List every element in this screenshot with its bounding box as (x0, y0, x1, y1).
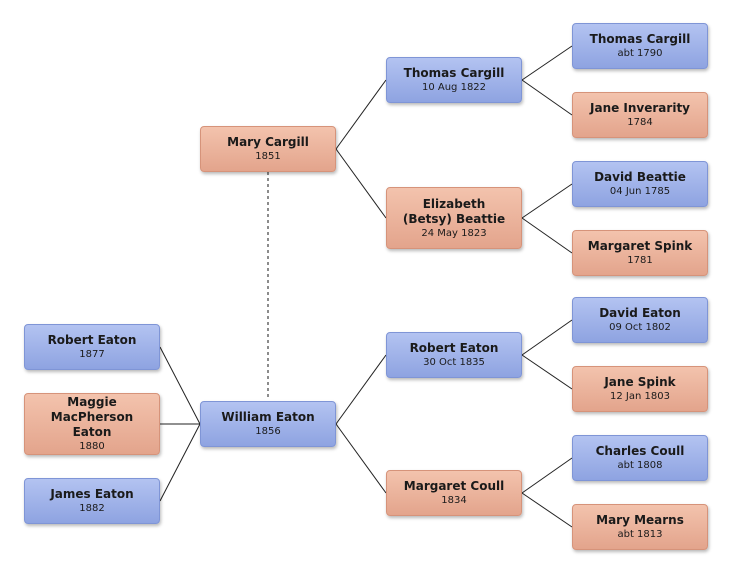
connector-mary-elizabeth (335, 148, 387, 219)
person-date: 1856 (255, 426, 281, 437)
person-date: abt 1790 (617, 48, 663, 59)
person-date: 30 Oct 1835 (423, 357, 485, 368)
person-date: 24 May 1823 (421, 227, 487, 239)
connector-elizabeth-david-beattie (521, 183, 573, 219)
connector-william-margaret-coull (335, 423, 387, 494)
person-david-eaton[interactable]: David Eaton 09 Oct 1802 (572, 297, 708, 343)
person-name: David Eaton (599, 306, 681, 320)
person-date: abt 1808 (617, 460, 663, 471)
connector-robert-1835-jane-spink (521, 354, 573, 390)
person-date: 1784 (627, 117, 653, 128)
connector-robert-child-william (159, 346, 201, 425)
person-thomas-cargill-1790[interactable]: Thomas Cargill abt 1790 (572, 23, 708, 69)
connector-thomas-1822-thomas-1790 (521, 45, 573, 81)
person-jane-spink[interactable]: Jane Spink 12 Jan 1803 (572, 366, 708, 412)
connector-elizabeth-margaret-spink (521, 217, 573, 254)
person-robert-eaton-1835[interactable]: Robert Eaton 30 Oct 1835 (386, 332, 522, 378)
person-name: James Eaton (50, 487, 134, 501)
person-charles-coull[interactable]: Charles Coull abt 1808 (572, 435, 708, 481)
person-name: Mary Mearns (596, 513, 684, 527)
person-william-eaton[interactable]: William Eaton 1856 (200, 401, 336, 447)
person-date: 1834 (441, 495, 467, 506)
person-date: abt 1813 (617, 529, 663, 540)
connector-james-william (159, 423, 201, 502)
person-robert-eaton-1877[interactable]: Robert Eaton 1877 (24, 324, 160, 370)
person-name: Maggie MacPherson Eaton (50, 395, 134, 439)
person-name: Jane Inverarity (590, 101, 690, 115)
person-david-beattie[interactable]: David Beattie 04 Jun 1785 (572, 161, 708, 207)
person-name: Thomas Cargill (589, 32, 691, 46)
person-date: 1880 (79, 441, 105, 452)
person-date: 04 Jun 1785 (609, 186, 671, 197)
person-name: Margaret Spink (587, 239, 693, 253)
person-name: Thomas Cargill (403, 66, 505, 80)
person-date: 1781 (627, 255, 653, 266)
person-date: 10 Aug 1822 (421, 82, 487, 93)
person-name: Charles Coull (595, 444, 685, 458)
connector-william-robert-1835 (335, 354, 387, 425)
person-mary-cargill[interactable]: Mary Cargill 1851 (200, 126, 336, 172)
connector-margaret-coull-charles-coull (521, 457, 573, 494)
person-name: David Beattie (594, 170, 686, 184)
person-name: Elizabeth (Betsy) Beattie (402, 196, 506, 226)
person-margaret-coull[interactable]: Margaret Coull 1834 (386, 470, 522, 516)
person-name: William Eaton (221, 410, 315, 424)
person-margaret-spink[interactable]: Margaret Spink 1781 (572, 230, 708, 276)
person-mary-mearns[interactable]: Mary Mearns abt 1813 (572, 504, 708, 550)
person-date: 12 Jan 1803 (610, 391, 670, 402)
connector-mary-thomas-1822 (335, 79, 387, 150)
person-date: 09 Oct 1802 (609, 322, 671, 333)
person-elizabeth-betsy-beattie[interactable]: Elizabeth (Betsy) Beattie 24 May 1823 (386, 187, 522, 249)
person-date: 1877 (79, 349, 105, 360)
person-thomas-cargill-1822[interactable]: Thomas Cargill 10 Aug 1822 (386, 57, 522, 103)
person-jane-inverarity[interactable]: Jane Inverarity 1784 (572, 92, 708, 138)
person-maggie-macpherson-eaton[interactable]: Maggie MacPherson Eaton 1880 (24, 393, 160, 455)
person-date: 1851 (255, 151, 281, 162)
person-name: Robert Eaton (409, 341, 499, 355)
connector-thomas-1822-jane-inverarity (521, 79, 573, 116)
person-james-eaton[interactable]: James Eaton 1882 (24, 478, 160, 524)
connector-robert-1835-david-eaton (521, 319, 573, 356)
person-name: Jane Spink (604, 375, 676, 389)
connector-margaret-coull-mary-mearns (521, 492, 573, 528)
person-name: Margaret Coull (403, 479, 505, 493)
person-date: 1882 (79, 503, 105, 514)
person-name: Robert Eaton (47, 333, 137, 347)
person-name: Mary Cargill (227, 135, 309, 149)
